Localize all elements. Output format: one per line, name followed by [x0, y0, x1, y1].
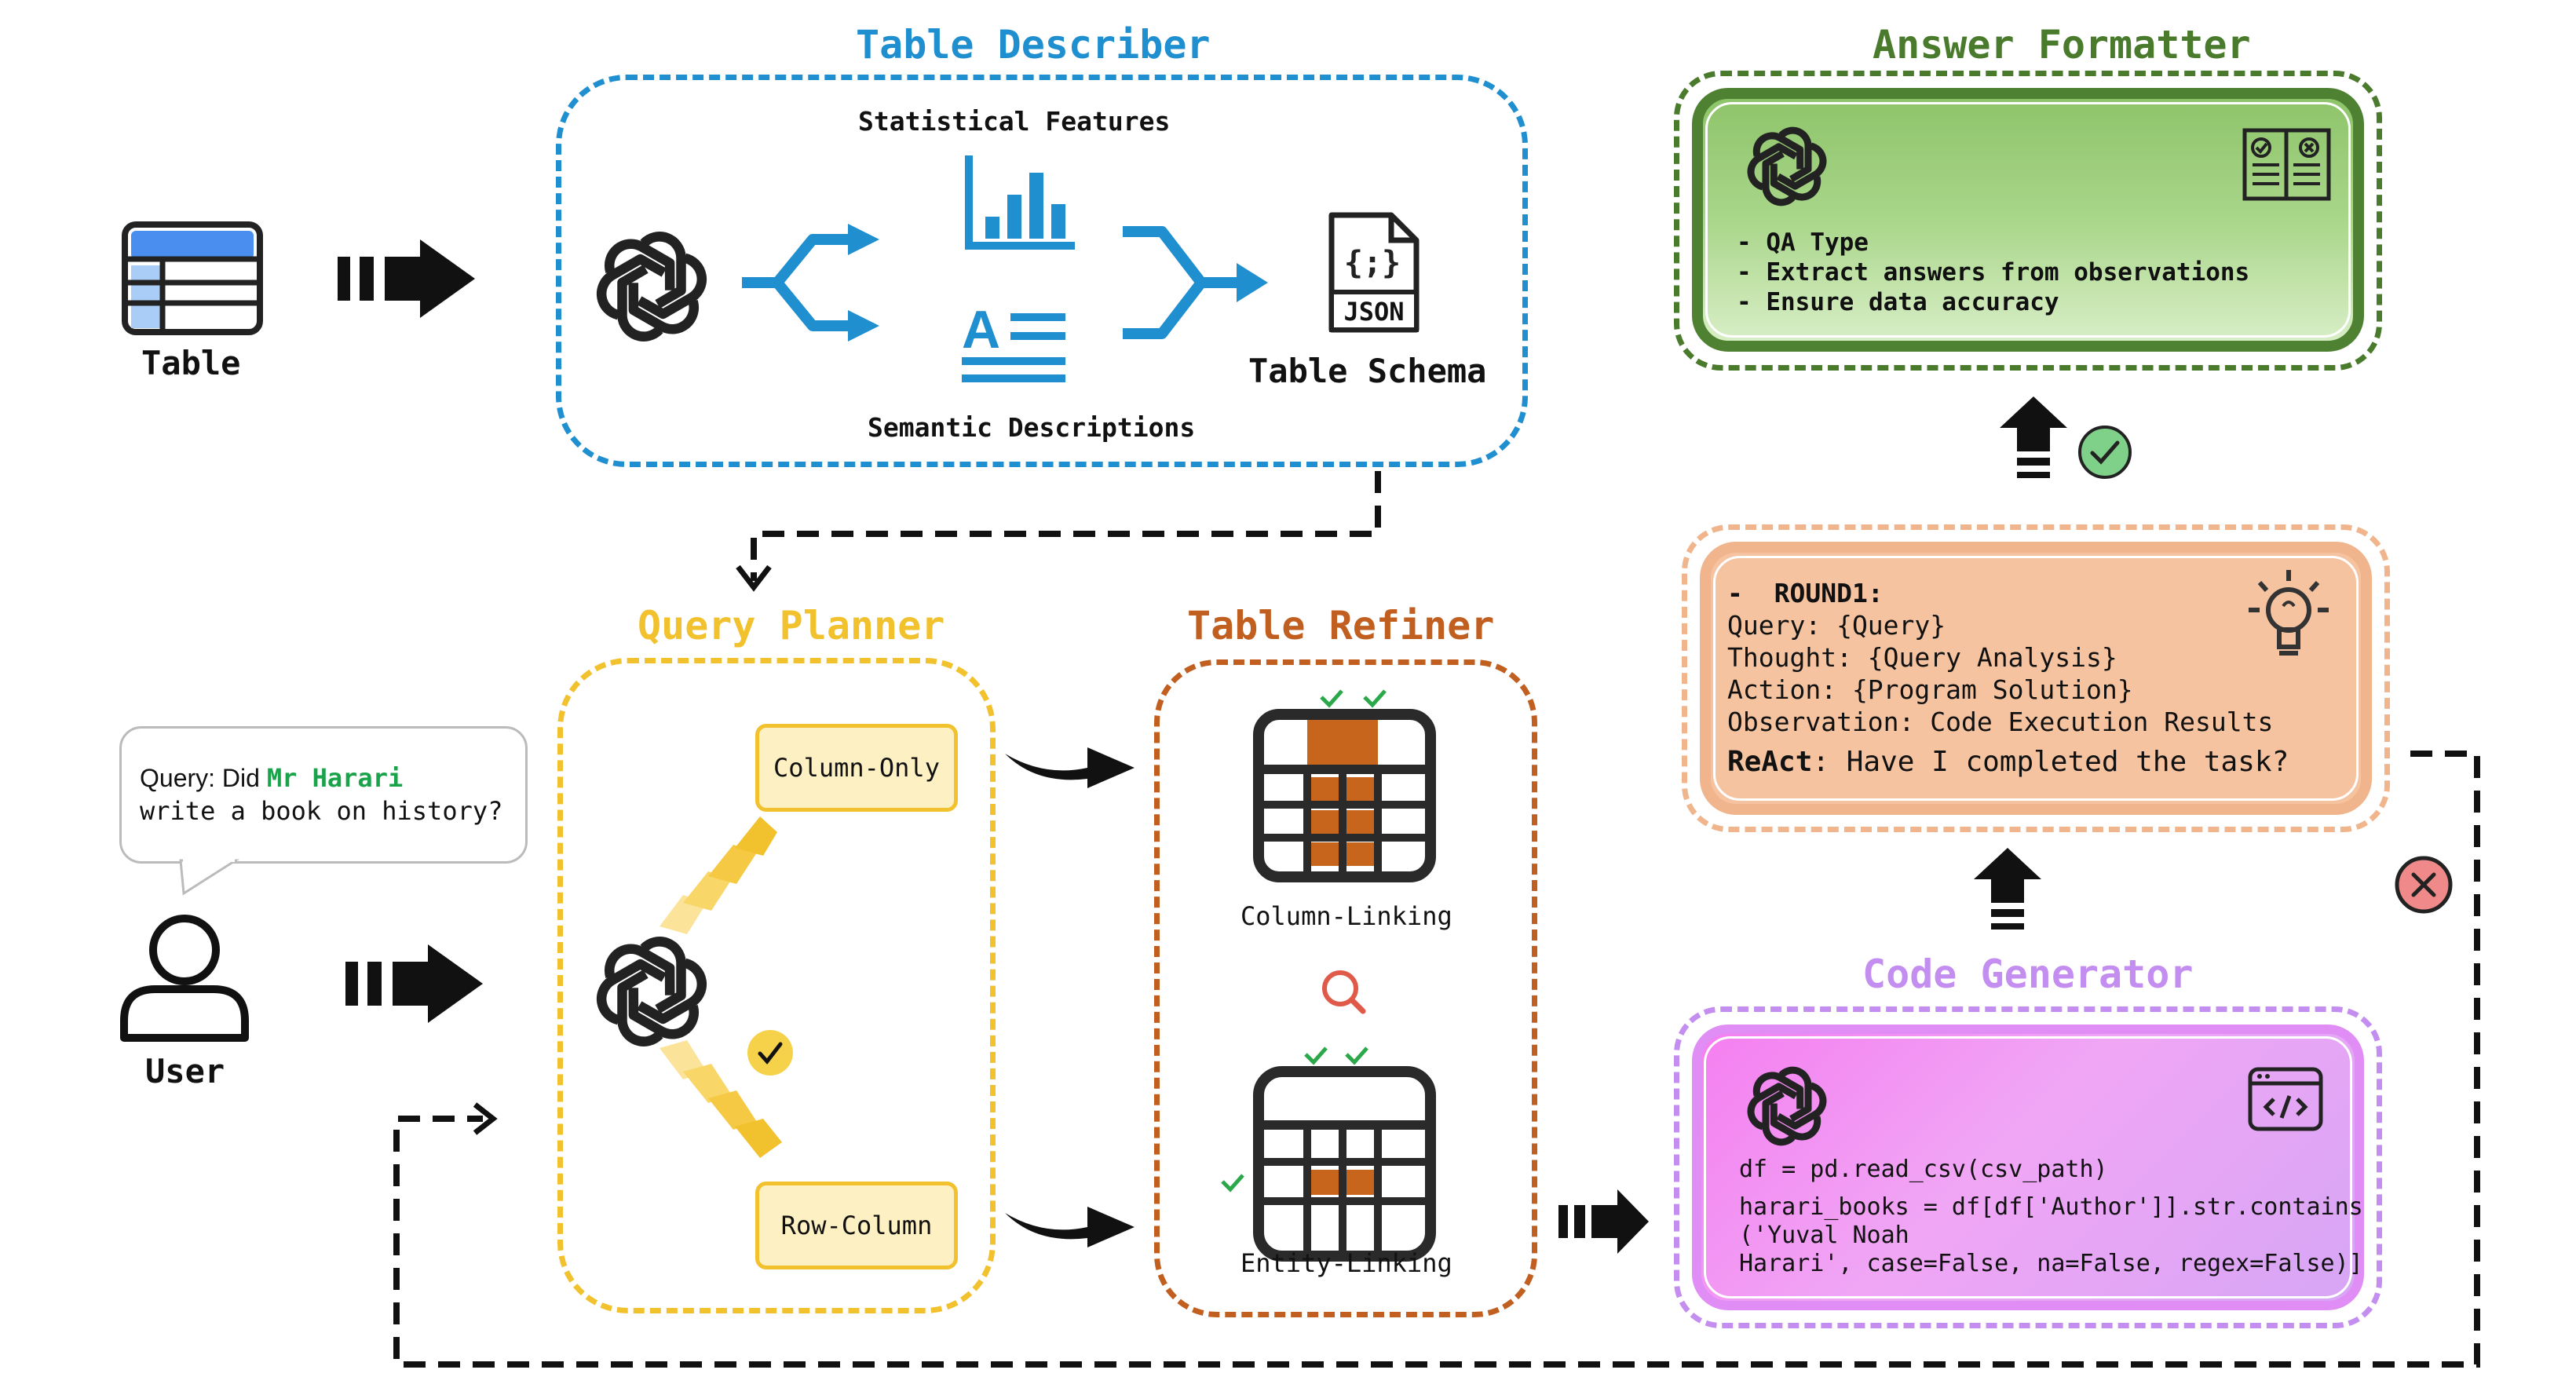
answer-formatter-title: Answer Formatter — [1873, 22, 2251, 68]
row-column-label: Row-Column — [780, 1211, 933, 1240]
statistical-features-label: Statistical Features — [858, 106, 1171, 137]
column-linking-table-icon — [1253, 689, 1436, 882]
react-outer — [1682, 524, 2390, 832]
answer-formatter-list: - QA Type - Extract answers from observa… — [1737, 228, 2249, 317]
success-check-icon — [2078, 426, 2132, 479]
user-to-planner-arrow — [345, 944, 483, 1023]
query-planner-box — [557, 658, 996, 1313]
table-describer-title: Table Describer — [856, 22, 1211, 68]
speech-bubble-tail — [179, 857, 240, 896]
refiner-to-generator-arrow — [1558, 1189, 1649, 1254]
react-panel — [1700, 542, 2372, 815]
table-schema-label: Table Schema — [1248, 352, 1487, 390]
user-label: User — [145, 1052, 225, 1090]
planner-to-entity-linking-arrow — [1005, 1207, 1135, 1247]
query-planner-title: Query Planner — [638, 603, 945, 648]
table-label: Table — [141, 344, 241, 382]
react-text: - ROUND1: Query: {Query} Thought: {Query… — [1727, 578, 2289, 778]
react-question: : Have I completed the task? — [1812, 746, 2289, 778]
entity-linking-label: Entity-Linking — [1240, 1248, 1452, 1278]
failure-x-icon — [2395, 856, 2453, 914]
query-speech-bubble — [119, 726, 528, 864]
react-inner-border — [1713, 556, 2359, 801]
column-only-label: Column-Only — [773, 753, 940, 783]
text-description-icon: A — [962, 300, 1065, 382]
code-generator-title: Code Generator — [1862, 951, 2194, 997]
table-refiner-box — [1154, 659, 1537, 1317]
column-linking-label: Column-Linking — [1240, 901, 1452, 931]
split-arrow-icon — [742, 224, 879, 342]
openai-icon — [1745, 124, 1829, 209]
react-to-formatter-arrow — [2000, 396, 2067, 478]
table-to-describer-arrow — [338, 239, 475, 318]
lightbulb-icon — [2249, 570, 2329, 656]
answer-formatter-item: - Ensure data accuracy — [1737, 288, 2059, 316]
openai-icon — [593, 228, 711, 345]
user-icon — [120, 915, 249, 1042]
entity-linking-table-icon — [1221, 1046, 1436, 1262]
answer-formatter-inner-border — [1705, 102, 2351, 338]
merge-arrow-icon — [1123, 226, 1268, 339]
query-text: Query: Did Mr Harari write a book on his… — [140, 762, 502, 827]
table-describer-box — [556, 75, 1528, 467]
code-line: ('Yuval Noah — [1739, 1222, 1909, 1249]
react-thought: Thought: {Query Analysis} — [1727, 642, 2117, 673]
generated-code: df = pd.read_csv(csv_path) harari_books … — [1739, 1156, 2363, 1278]
answer-formatter-outer — [1674, 71, 2382, 371]
planner-to-column-linking-arrow — [1005, 747, 1135, 788]
svg-text:A: A — [962, 300, 1000, 360]
code-window-icon — [2248, 1067, 2323, 1131]
chevrons-down-icon — [660, 1040, 782, 1158]
answer-formatter-item: - QA Type — [1737, 228, 1869, 257]
query-prefix: Query: Did — [140, 764, 267, 792]
column-only-option: Column-Only — [755, 724, 958, 812]
query-highlight: Mr Harari — [266, 763, 404, 793]
code-generator-inner-border — [1704, 1036, 2352, 1298]
code-generator-outer — [1674, 1006, 2382, 1328]
generator-to-react-arrow — [1974, 848, 2041, 930]
chevrons-up-icon — [660, 816, 777, 934]
describer-to-planner-connector — [751, 471, 1381, 581]
checkmark-badge-icon — [747, 1030, 793, 1076]
table-icon — [122, 221, 263, 335]
code-line: harari_books = df[df['Author']].str.cont… — [1739, 1193, 2363, 1221]
openai-icon — [1745, 1064, 1829, 1149]
react-bold: ReAct — [1727, 746, 1813, 778]
react-action: Action: {Program Solution} — [1727, 674, 2133, 705]
json-badge: JSON — [1343, 297, 1405, 327]
table-refiner-title: Table Refiner — [1187, 603, 1495, 648]
answer-formatter-item: - Extract answers from observations — [1737, 258, 2250, 287]
svg-text:{;}: {;} — [1344, 245, 1401, 281]
react-query: Query: {Query} — [1727, 610, 1946, 641]
row-column-option: Row-Column — [755, 1182, 958, 1269]
code-line: df = pd.read_csv(csv_path) — [1739, 1156, 2108, 1183]
json-file-icon: {;} — [1328, 212, 1420, 333]
search-icon — [1322, 970, 1366, 1014]
checklist-book-icon — [2242, 128, 2331, 201]
openai-icon — [593, 933, 711, 1050]
code-line: Harari', case=False, na=False, regex=Fal… — [1739, 1250, 2363, 1277]
semantic-descriptions-label: Semantic Descriptions — [868, 412, 1196, 443]
react-observation: Observation: Code Execution Results — [1727, 707, 2274, 737]
bar-chart-icon — [965, 155, 1075, 250]
react-round: ROUND1: — [1774, 578, 1884, 608]
query-line2: write a book on history? — [140, 796, 503, 826]
feedback-loop-connector — [393, 751, 2480, 1368]
